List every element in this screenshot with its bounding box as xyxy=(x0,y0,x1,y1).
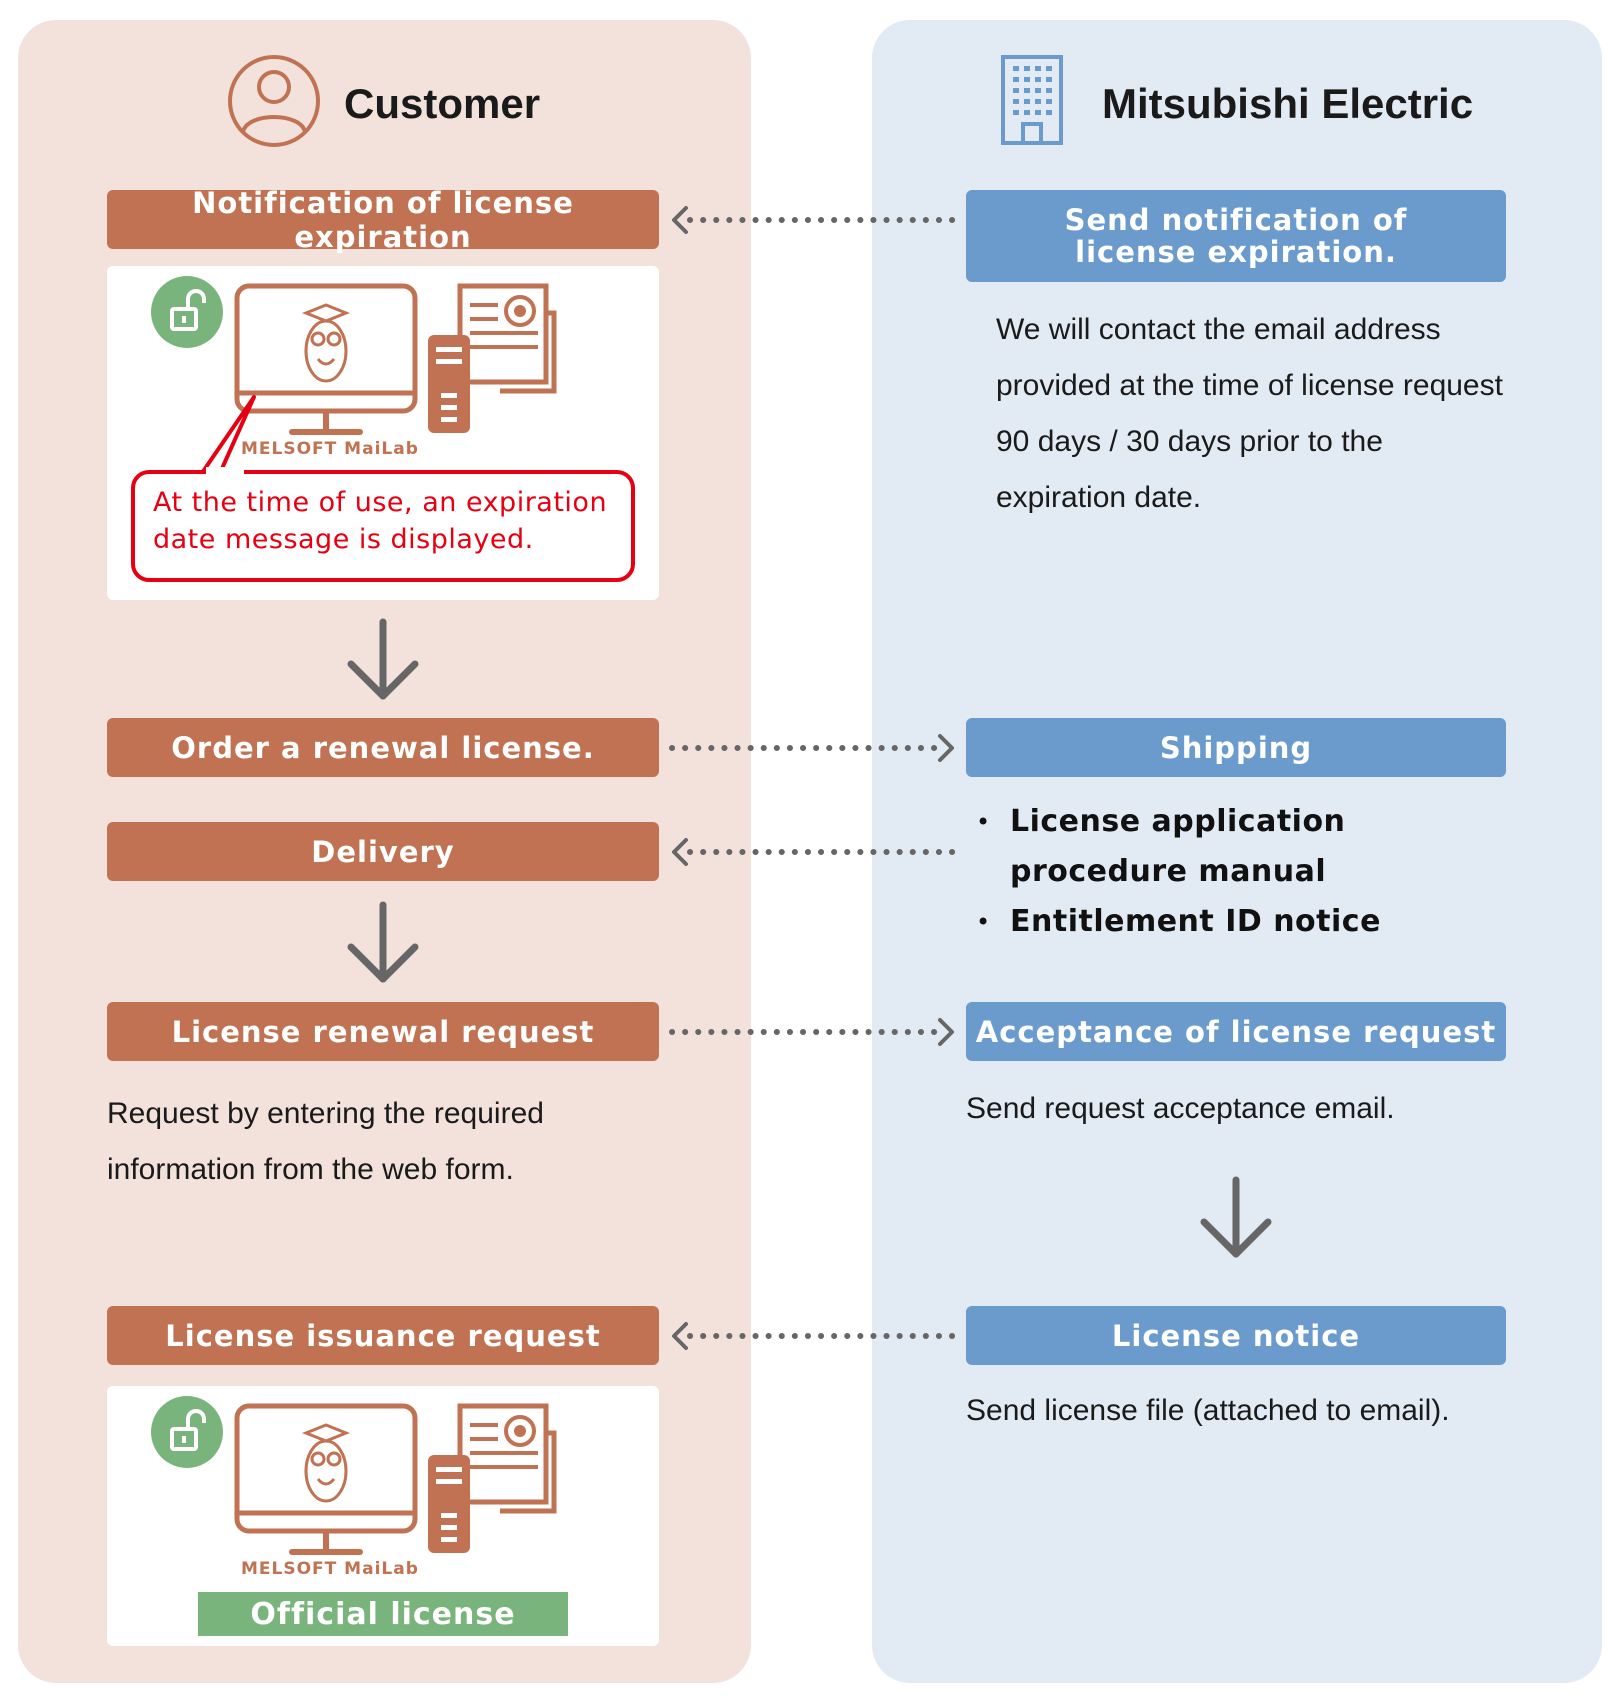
customer-title: Customer xyxy=(344,80,541,127)
unlock-icon xyxy=(151,1396,223,1468)
step-issuance-request: License issuance request xyxy=(107,1306,659,1365)
step-license-notice: License notice xyxy=(966,1306,1506,1365)
shipping-item: License application procedure manual xyxy=(972,797,1512,897)
dotted-right-arrow xyxy=(669,1018,954,1046)
step-acceptance: Acceptance of license request xyxy=(966,1002,1506,1061)
step-order-renewal: Order a renewal license. xyxy=(107,718,659,777)
computer-owl-icon xyxy=(234,283,418,435)
official-license-label: Official license xyxy=(198,1592,568,1636)
shipping-item: Entitlement ID notice xyxy=(972,897,1512,947)
bubble-tail xyxy=(200,395,256,475)
shipping-items: License application procedure manual Ent… xyxy=(972,797,1512,947)
step-send-notification: Send notification of license expiration. xyxy=(966,190,1506,282)
dotted-left-arrow xyxy=(672,838,957,866)
building-icon xyxy=(1001,55,1063,145)
renewal-request-description: Request by entering the required informa… xyxy=(107,1097,544,1186)
certificate-tower-icon xyxy=(428,283,557,433)
down-arrow-icon xyxy=(347,901,419,983)
bubble-tail-cover xyxy=(206,467,244,477)
step-notification-of-expiration: Notification of license expiration xyxy=(107,186,659,254)
step-shipping: Shipping xyxy=(966,718,1506,777)
computer-owl-icon xyxy=(234,1403,418,1555)
acceptance-description: Send request acceptance email. xyxy=(966,1092,1395,1125)
certificate-tower-icon xyxy=(428,1403,557,1553)
mitsubishi-title: Mitsubishi Electric xyxy=(1102,80,1474,127)
step-renewal-request: License renewal request xyxy=(107,1002,659,1061)
software-label: MELSOFT MaiLab xyxy=(241,1559,419,1579)
dotted-right-arrow xyxy=(669,734,954,762)
down-arrow-icon xyxy=(1200,1176,1272,1258)
expiration-message-bubble: At the time of use, an expiration date m… xyxy=(131,470,635,582)
step-delivery: Delivery xyxy=(107,822,659,881)
license-notice-description: Send license file (attached to email). xyxy=(966,1394,1450,1427)
down-arrow-icon xyxy=(347,618,419,700)
unlock-icon xyxy=(151,276,223,348)
dotted-left-arrow xyxy=(672,206,957,234)
software-label: MELSOFT MaiLab xyxy=(241,439,419,459)
notification-description: We will contact the email address provid… xyxy=(996,313,1503,514)
person-icon xyxy=(228,55,320,147)
dotted-left-arrow xyxy=(672,1322,957,1350)
